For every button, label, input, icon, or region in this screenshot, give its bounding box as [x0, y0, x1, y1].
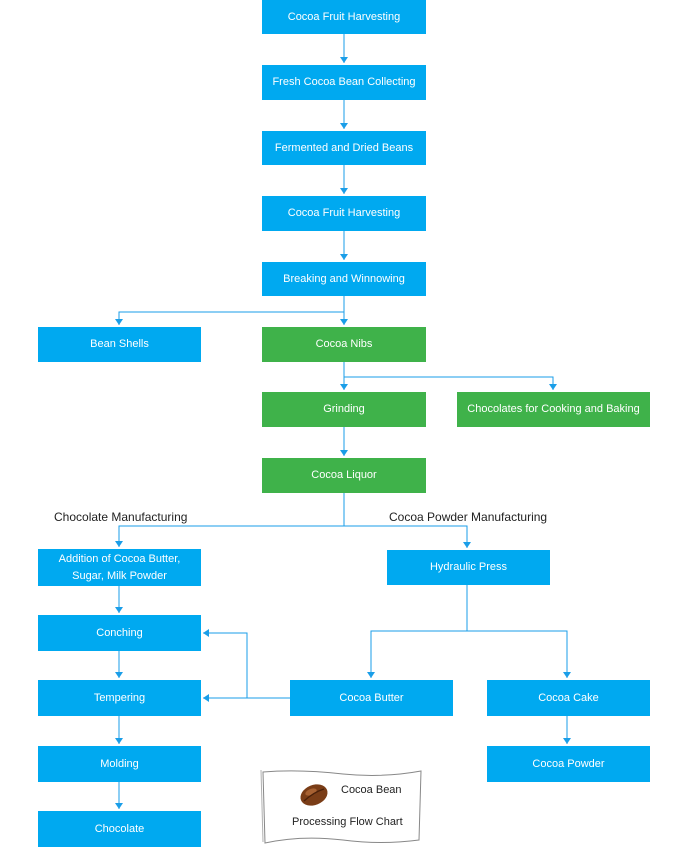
- cocoa-bean-icon: [300, 784, 328, 806]
- node-breaking-winnowing: Breaking and Winnowing: [262, 262, 426, 296]
- node-cocoa-powder: Cocoa Powder: [487, 746, 650, 782]
- node-tempering: Tempering: [38, 680, 201, 716]
- section-label-chocolate: Chocolate Manufacturing: [54, 510, 188, 524]
- node-fermented-dried-beans: Fermented and Dried Beans: [262, 131, 426, 165]
- node-cocoa-nibs: Cocoa Nibs: [262, 327, 426, 362]
- legend-title-line1: Cocoa Bean: [341, 784, 402, 796]
- node-cocoa-cake: Cocoa Cake: [487, 680, 650, 716]
- node-chocolate: Chocolate: [38, 811, 201, 847]
- node-grinding: Grinding: [262, 392, 426, 427]
- legend-card: [260, 769, 422, 844]
- legend-title-line2: Processing Flow Chart: [292, 816, 403, 828]
- node-molding: Molding: [38, 746, 201, 782]
- node-cocoa-butter: Cocoa Butter: [290, 680, 453, 716]
- node-cocoa-fruit-harvesting: Cocoa Fruit Harvesting: [262, 0, 426, 34]
- node-chocolates-cooking-baking: Chocolates for Cooking and Baking: [457, 392, 650, 427]
- section-label-cocoa-powder: Cocoa Powder Manufacturing: [389, 510, 548, 524]
- node-addition-cocoa-butter: Addition of Cocoa Butter, Sugar, Milk Po…: [38, 549, 201, 586]
- node-cocoa-liquor: Cocoa Liquor: [262, 458, 426, 493]
- node-hydraulic-press: Hydraulic Press: [387, 550, 550, 585]
- node-conching: Conching: [38, 615, 201, 651]
- node-bean-shells: Bean Shells: [38, 327, 201, 362]
- node-fresh-cocoa-bean-collecting: Fresh Cocoa Bean Collecting: [262, 65, 426, 100]
- node-cocoa-fruit-harvesting-2: Cocoa Fruit Harvesting: [262, 196, 426, 231]
